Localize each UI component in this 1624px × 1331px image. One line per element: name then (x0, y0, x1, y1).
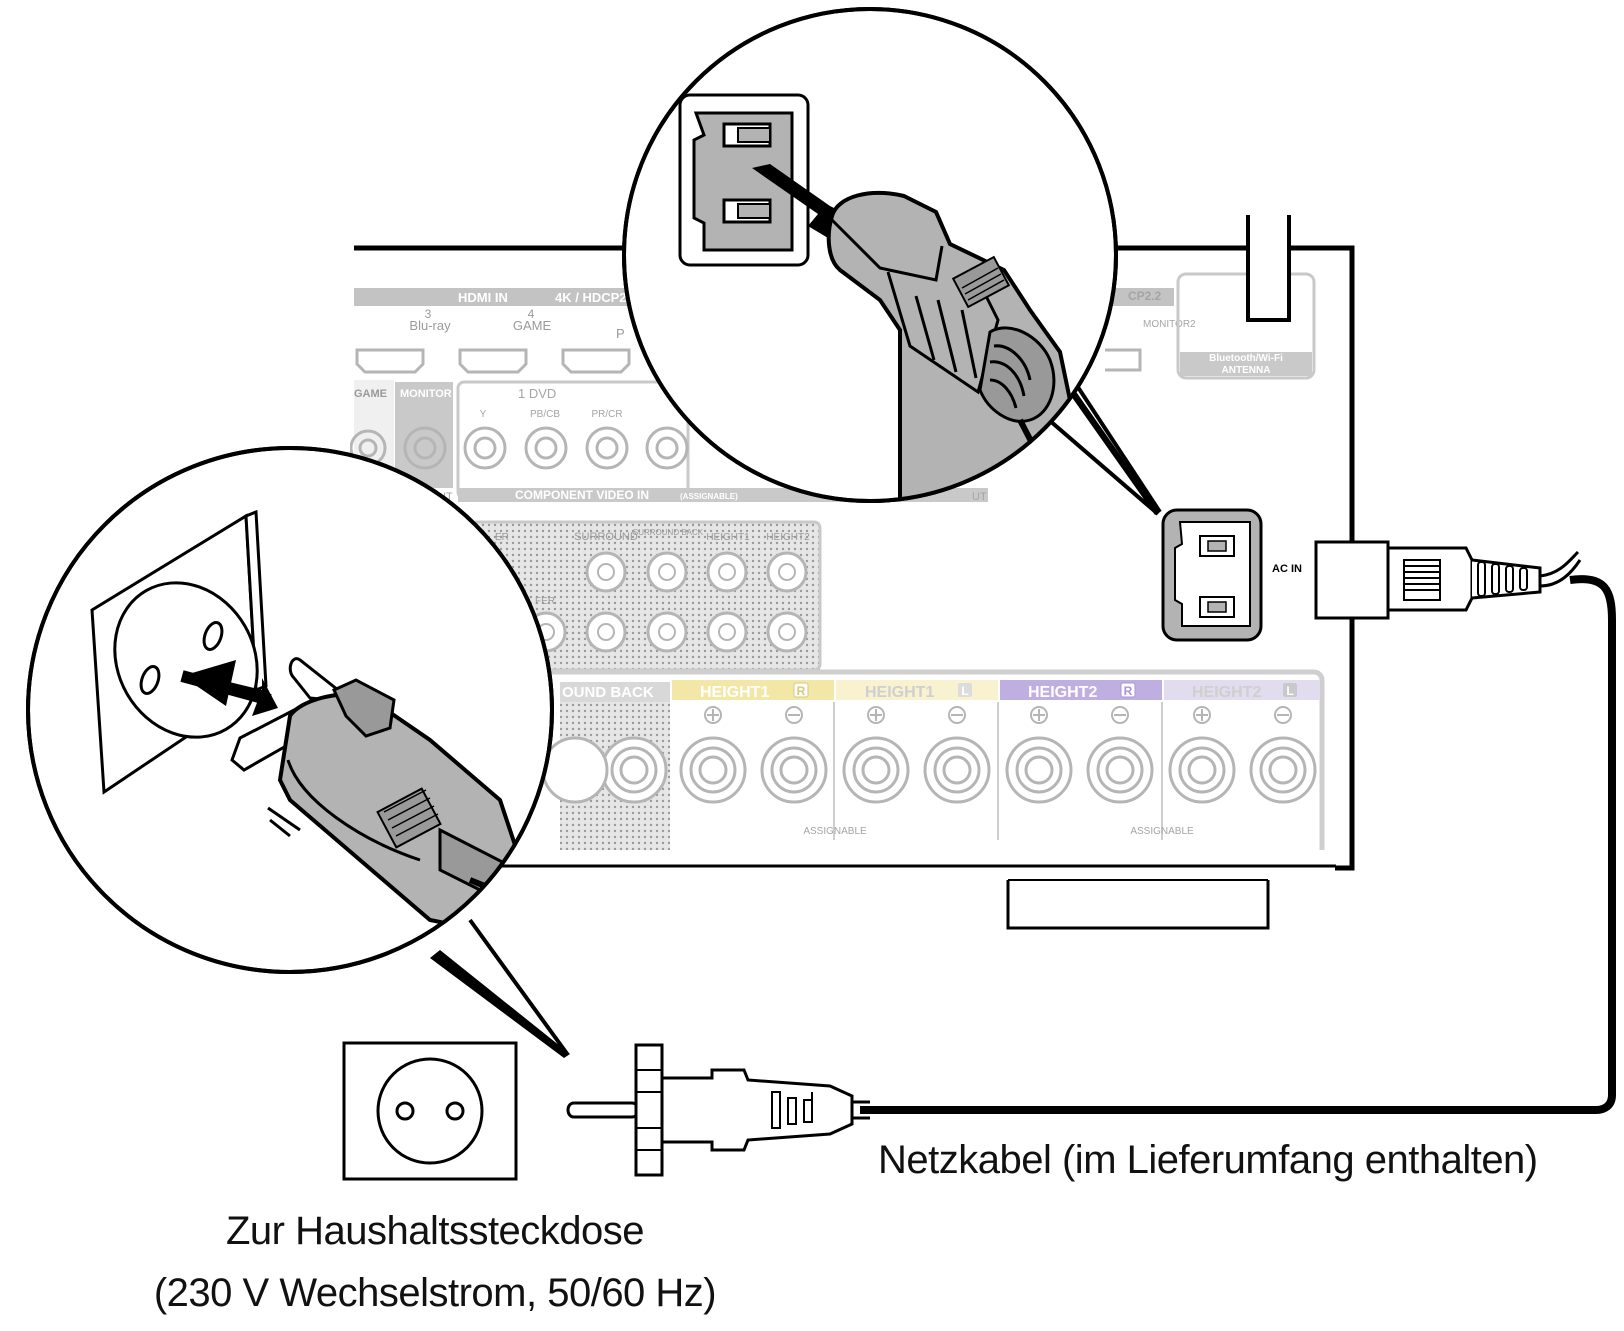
preout-label-height2: HEIGHT2 (766, 532, 810, 543)
hdcp-right-label: CP2.2 (1128, 289, 1162, 303)
schuko-plug-icon (566, 1043, 870, 1177)
household-outlet-caption: Zur Haushaltssteckdose (230 V Wechselstr… (100, 1200, 770, 1324)
hdmi-in-label: HDMI IN (458, 290, 508, 305)
preout-partial-label-2: FER (535, 596, 555, 607)
dvd-label: 1 DVD (518, 386, 556, 401)
preout-label-surround: SURROUND (574, 531, 638, 543)
insert-arrow-icon (752, 164, 842, 238)
height1-l-header (836, 680, 998, 700)
hdmi-port (355, 348, 1142, 374)
height2-l-label: HEIGHT2 (1192, 684, 1261, 701)
speaker-terminal-section: OUND BACK HEIGHT1 HEIGHT1 HEIGHT2 HEIGHT… (351, 669, 1325, 850)
game-label: GAME (354, 388, 387, 400)
monitor2-label: MONITOR2 (1143, 319, 1196, 330)
hdmi-input-4-number: 4 (528, 307, 535, 321)
component-assignable-label: (ASSIGNABLE) (680, 492, 738, 501)
out-label-right: UT (972, 491, 987, 503)
height1-r-badge: R (797, 684, 806, 698)
preout-label-surround-back: SURROUND BACK (633, 528, 704, 537)
wall-outlet-icon (342, 1041, 518, 1181)
height2-l-header (1164, 680, 1320, 700)
hdmi-input-5-name: P (616, 326, 625, 341)
hdmi-input-3-name: Blu-ray (409, 318, 451, 333)
monitor-label: MONITOR (400, 388, 452, 400)
power-cord (860, 575, 1616, 1114)
assignable-label-1: ASSIGNABLE (803, 826, 867, 837)
height1-l-badge: L (961, 684, 968, 698)
antenna-icon (1246, 215, 1291, 322)
receiver-foot (1006, 880, 1270, 930)
household-outlet-caption-line2: (230 V Wechselstrom, 50/60 Hz) (153, 1271, 717, 1315)
height2-l-badge: L (1286, 684, 1293, 698)
hdcp-label: 4K / HDCP2.2 (555, 290, 637, 305)
household-outlet-caption-line1: Zur Haushaltssteckdose (225, 1209, 645, 1253)
assignable-label-2: ASSIGNABLE (1130, 826, 1194, 837)
hdmi-input-3-number: 3 (425, 307, 432, 321)
antenna-label-line2: ANTENNA (1222, 365, 1271, 376)
surround-back-label: OUND BACK (562, 684, 654, 701)
component-video-label: COMPONENT VIDEO IN (515, 488, 649, 502)
height2-r-label: HEIGHT2 (1028, 684, 1097, 701)
receiver-rear-panel: HDMI IN 4K / HDCP2.2 3 Blu-ray 4 GAME P (350, 215, 1582, 930)
preout-partial-label: ER (495, 532, 509, 543)
outlet-detail-magnifier (26, 446, 570, 1058)
preout-label-height1: HEIGHT1 (706, 532, 750, 543)
ac-in-label: AC IN (1272, 563, 1302, 575)
ac-in-socket-icon (1161, 508, 1263, 642)
ac-in-detail-magnifier (622, 7, 1162, 516)
power-cord-caption: Netzkabel (im Lieferumfang enthalten) (878, 1138, 1538, 1182)
antenna-label-line1: Bluetooth/Wi-Fi (1209, 353, 1283, 364)
height2-r-badge: R (1124, 684, 1133, 698)
pb-label: PB/CB (530, 409, 560, 420)
y-label: Y (480, 409, 487, 420)
hdmi-input-4-name: GAME (513, 318, 552, 333)
height1-r-label: HEIGHT1 (700, 684, 769, 701)
iec-connector-icon (1314, 540, 1582, 620)
pr-label: PR/CR (591, 409, 622, 420)
height1-l-label: HEIGHT1 (865, 684, 934, 701)
